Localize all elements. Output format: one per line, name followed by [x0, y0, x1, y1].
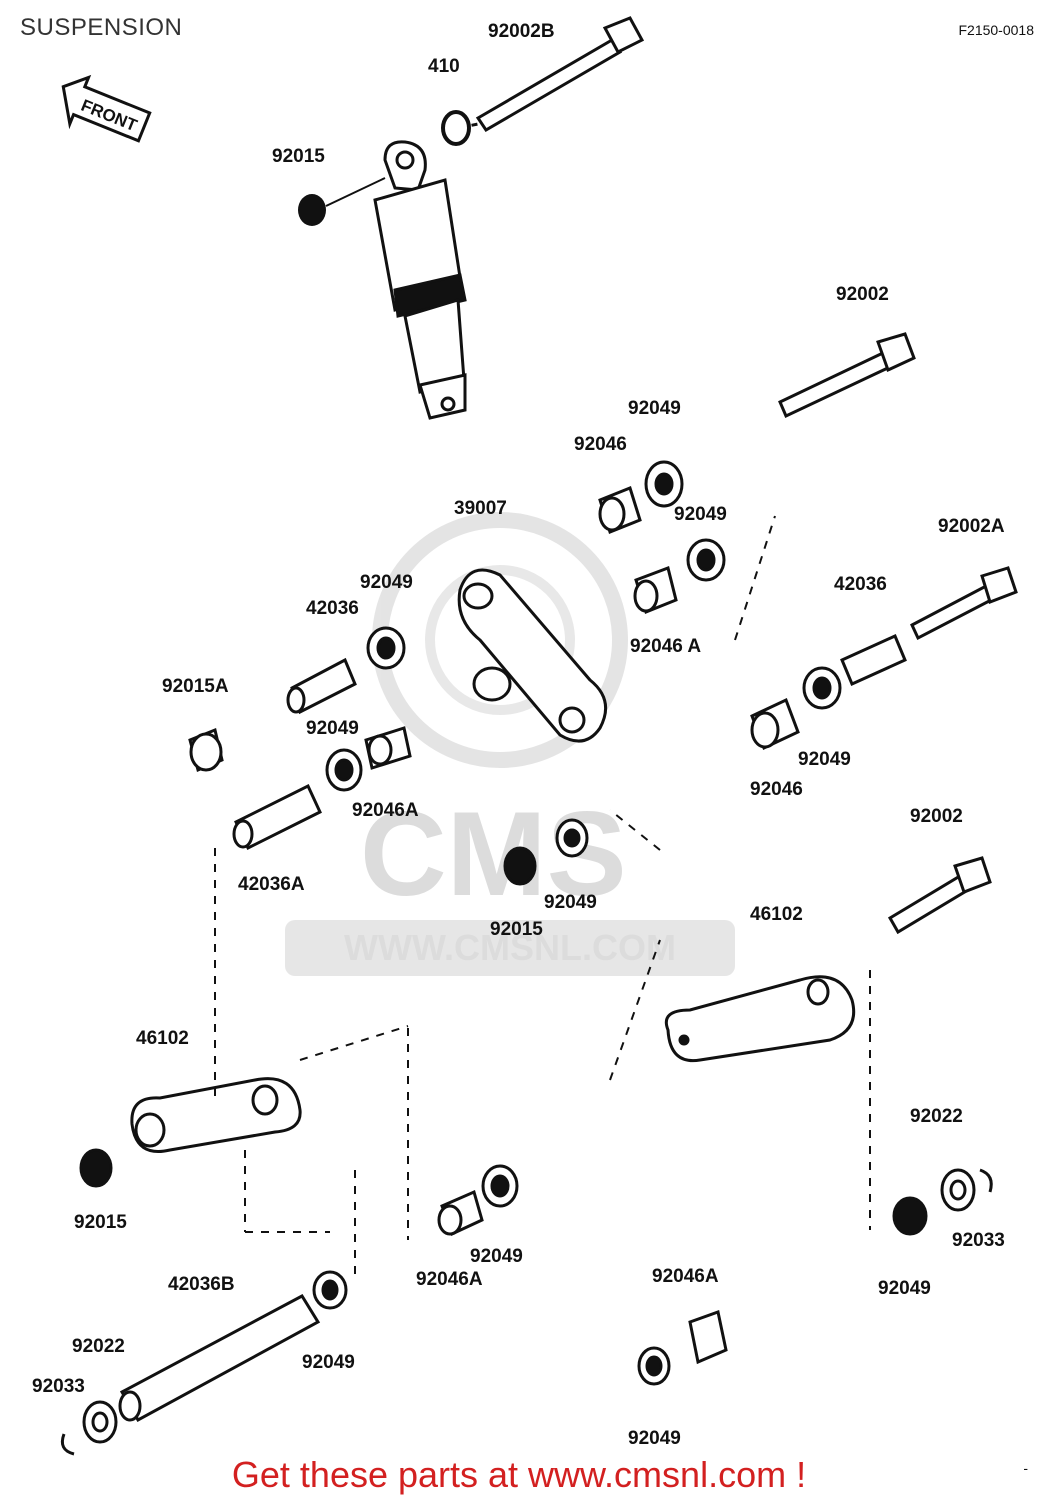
- part-label: 92046A: [416, 1269, 483, 1290]
- pipe-42036B: [60, 1294, 321, 1456]
- part-label: 92022: [910, 1106, 963, 1127]
- part-label: 92046: [574, 434, 627, 455]
- bolt-92002A: [910, 566, 1018, 641]
- washer-410: [441, 110, 471, 146]
- part-label: 92015: [490, 919, 543, 940]
- part-label: 92015A: [162, 676, 229, 697]
- part-label: 92049: [674, 504, 727, 525]
- part-label: 92049: [628, 1428, 681, 1449]
- part-label: 42036: [834, 574, 887, 595]
- part-label: 42036: [306, 598, 359, 619]
- part-label: 46102: [750, 904, 803, 925]
- tie-rod-46102-left: [79, 1077, 302, 1188]
- part-label: 92002B: [488, 21, 555, 42]
- bushing-group-left: [188, 626, 412, 851]
- part-label: 92002: [910, 806, 963, 827]
- part-label: 92022: [72, 1336, 125, 1357]
- part-label: 92046: [750, 779, 803, 800]
- guide-lines: [214, 515, 871, 1275]
- watermark-brand: CMS: [360, 787, 627, 921]
- part-label: 92002: [836, 284, 889, 305]
- bushing-group-right: [750, 633, 907, 751]
- part-label: 92046A: [352, 800, 419, 821]
- part-label: 92046A: [652, 1266, 719, 1287]
- watermark: CMS WWW.CMSNL.COM: [285, 512, 735, 976]
- footer-mark: -: [1023, 1460, 1028, 1476]
- part-label: 42036A: [238, 874, 305, 895]
- part-label: 92015: [272, 146, 325, 167]
- part-label: 92015: [74, 1212, 127, 1233]
- part-labels: 92002B 410 92015 92002 92049 92046 92049…: [32, 21, 1005, 1449]
- part-label: 92049: [306, 718, 359, 739]
- bolt-92002-upper: [778, 332, 916, 419]
- part-label: 42036B: [168, 1274, 235, 1295]
- part-label: 92049: [798, 749, 851, 770]
- part-label: 39007: [454, 498, 507, 519]
- part-label: 92046 A: [630, 636, 701, 657]
- part-label: 92049: [628, 398, 681, 419]
- part-label: 92049: [302, 1352, 355, 1373]
- bushing-group-lower: [312, 1164, 993, 1386]
- front-arrow-icon: FRONT: [61, 74, 152, 143]
- part-label: 92049: [544, 892, 597, 913]
- part-label: 92033: [32, 1376, 85, 1397]
- part-label: 410: [428, 56, 460, 77]
- tie-rod-46102-right: [664, 975, 856, 1063]
- diagram-code: F2150-0018: [958, 22, 1034, 38]
- nut-92015: [298, 194, 326, 226]
- part-label: 92002A: [938, 516, 1005, 537]
- watermark-url: WWW.CMSNL.COM: [344, 927, 676, 968]
- part-label: 92049: [360, 572, 413, 593]
- bolt-92002-lower: [887, 856, 992, 935]
- part-label: 92049: [878, 1278, 931, 1299]
- page-title: SUSPENSION: [20, 14, 183, 41]
- part-label: 46102: [136, 1028, 189, 1049]
- part-label: 92033: [952, 1230, 1005, 1251]
- part-label: 92049: [470, 1246, 523, 1267]
- link-39007: [457, 568, 608, 743]
- center-fasteners: [503, 818, 589, 886]
- bushing-group-upper: [598, 460, 726, 614]
- footer-link[interactable]: Get these parts at www.cmsnl.com !: [231, 1454, 807, 1495]
- shock-absorber: [373, 140, 467, 420]
